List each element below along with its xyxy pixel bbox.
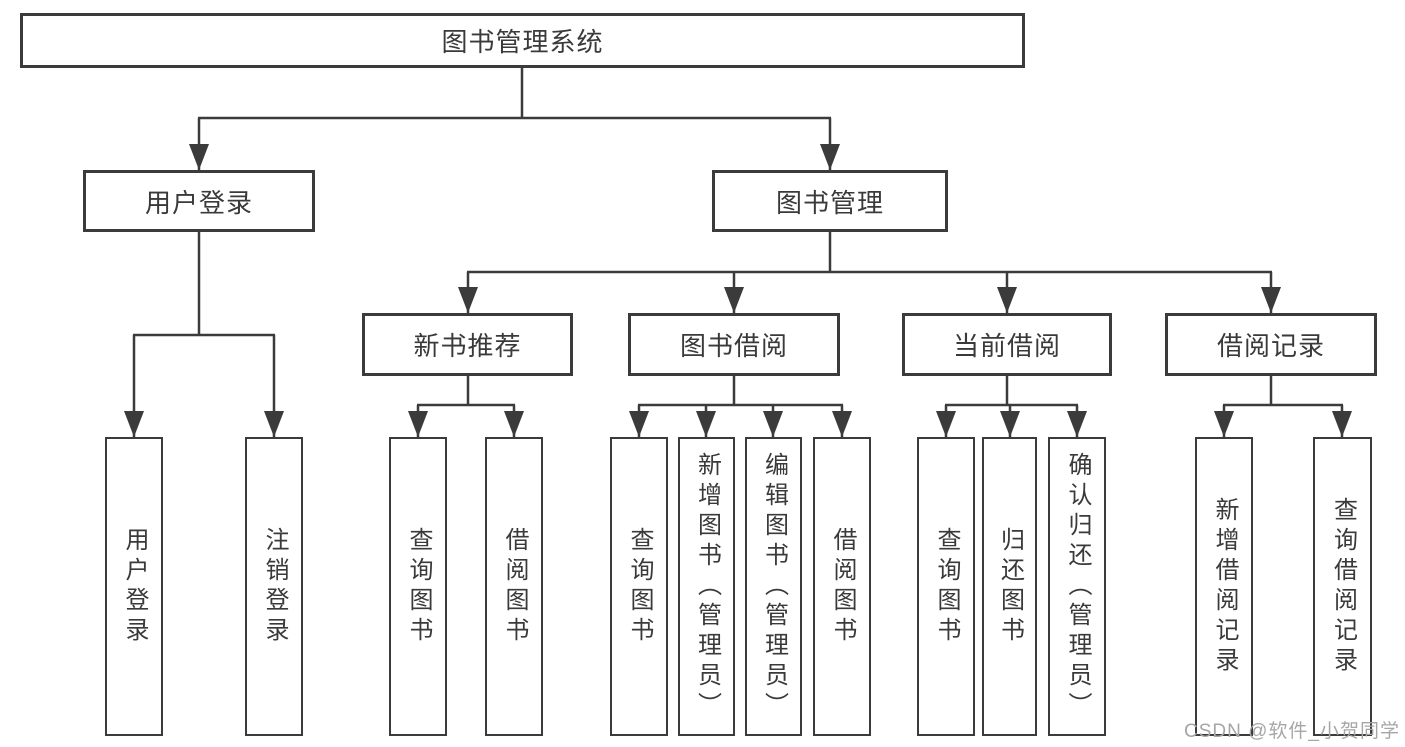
leaf-add-book-admin: 新增图书（管理员） <box>678 437 735 736</box>
leaf-query-books-2: 查询图书 <box>610 437 668 736</box>
leaf-user-login-label: 用户登录 <box>121 526 148 647</box>
csdn-watermark: CSDN @软件_小贺同学 <box>1184 721 1400 742</box>
node-new-book-recommend: 新书推荐 <box>362 313 573 376</box>
leaf-query-books-2-label: 查询图书 <box>626 526 653 647</box>
leaf-confirm-return-admin: 确认归还（管理员） <box>1048 437 1106 736</box>
node-user-login: 用户登录 <box>83 170 315 232</box>
leaf-borrow-books-2-label: 借阅图书 <box>829 526 856 647</box>
node-book-borrow: 图书借阅 <box>628 313 840 376</box>
leaf-logout-label: 注销登录 <box>261 526 288 647</box>
leaf-confirm-return-admin-label: 确认归还（管理员） <box>1064 451 1091 722</box>
leaf-query-borrow-record: 查询借阅记录 <box>1313 437 1372 736</box>
leaf-edit-book-admin-label: 编辑图书（管理员） <box>760 451 788 722</box>
leaf-query-books-3: 查询图书 <box>917 437 975 736</box>
leaf-logout: 注销登录 <box>245 437 303 736</box>
leaf-query-books-1: 查询图书 <box>389 437 447 736</box>
leaf-borrow-books-1: 借阅图书 <box>485 437 543 736</box>
node-book-management-system: 图书管理系统 <box>20 13 1025 68</box>
leaf-add-borrow-record: 新增借阅记录 <box>1195 437 1253 736</box>
leaf-user-login: 用户登录 <box>105 437 163 736</box>
leaf-edit-book-admin: 编辑图书（管理员） <box>745 437 802 736</box>
leaf-query-books-1-label: 查询图书 <box>405 526 432 647</box>
node-current-borrow: 当前借阅 <box>902 313 1112 376</box>
leaf-borrow-books-2: 借阅图书 <box>813 437 871 736</box>
leaf-add-borrow-record-label: 新增借阅记录 <box>1211 496 1238 677</box>
leaf-add-book-admin-label: 新增图书（管理员） <box>693 451 721 722</box>
leaf-borrow-books-1-label: 借阅图书 <box>501 526 528 647</box>
node-borrow-records: 借阅记录 <box>1165 313 1377 376</box>
leaf-return-book-label: 归还图书 <box>996 526 1024 647</box>
leaf-query-books-3-label: 查询图书 <box>933 526 960 647</box>
leaf-query-borrow-record-label: 查询借阅记录 <box>1329 496 1357 677</box>
leaf-return-book: 归还图书 <box>982 437 1037 736</box>
node-book-management: 图书管理 <box>712 170 948 232</box>
